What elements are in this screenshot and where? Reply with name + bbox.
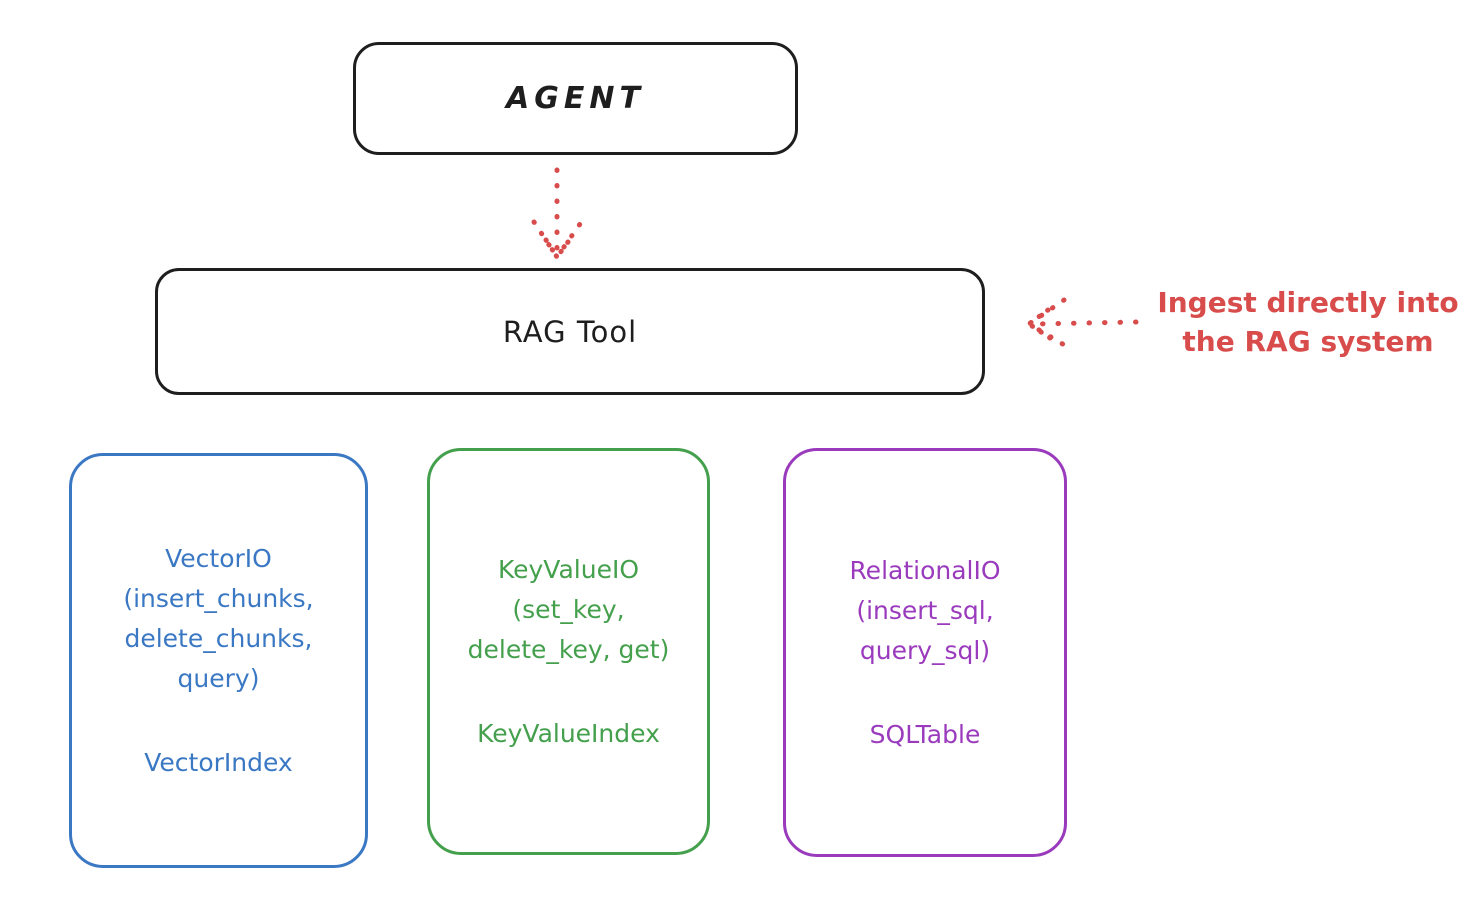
vector-index-label: VectorIndex [144,747,293,777]
keyvalue-io-text: KeyValueIO (set_key, delete_key, get) Ke… [468,550,670,754]
vector-io-text: VectorIO (insert_chunks, delete_chunks, … [123,539,313,783]
agent-to-rag-arrow [531,167,583,262]
keyvalue-index-label: KeyValueIndex [477,718,660,748]
rag-tool-box: RAG Tool [155,268,985,395]
ingest-annotation-line1: Ingest directly into [1157,286,1459,319]
vector-io-methods-line2: delete_chunks, [124,623,313,653]
keyvalue-io-methods-line2: delete_key, get) [467,634,670,664]
sql-table-label: SQLTable [869,719,981,749]
keyvalue-io-title: KeyValueIO [497,554,639,584]
ingest-annotation-arrow [1024,297,1139,349]
relational-io-title: RelationalIO [849,555,1001,585]
ingest-annotation-line2: the RAG system [1182,325,1434,358]
vector-io-box: VectorIO (insert_chunks, delete_chunks, … [69,453,368,868]
keyvalue-io-box: KeyValueIO (set_key, delete_key, get) Ke… [427,448,710,855]
agent-label: AGENT [506,81,645,116]
relational-io-methods-line1: (insert_sql, [856,595,994,625]
relational-io-box: RelationalIO (insert_sql, query_sql) SQL… [783,448,1067,857]
agent-box: AGENT [353,42,798,155]
relational-io-text: RelationalIO (insert_sql, query_sql) SQL… [849,551,1000,755]
ingest-annotation: Ingest directly into the RAG system [1138,283,1478,361]
vector-io-methods-line3: query) [177,663,260,693]
relational-io-methods-line2: query_sql) [859,635,991,665]
rag-tool-label: RAG Tool [502,314,638,349]
vector-io-title: VectorIO [165,543,272,573]
vector-io-methods-line1: (insert_chunks, [123,583,314,613]
keyvalue-io-methods-line1: (set_key, [512,594,625,624]
